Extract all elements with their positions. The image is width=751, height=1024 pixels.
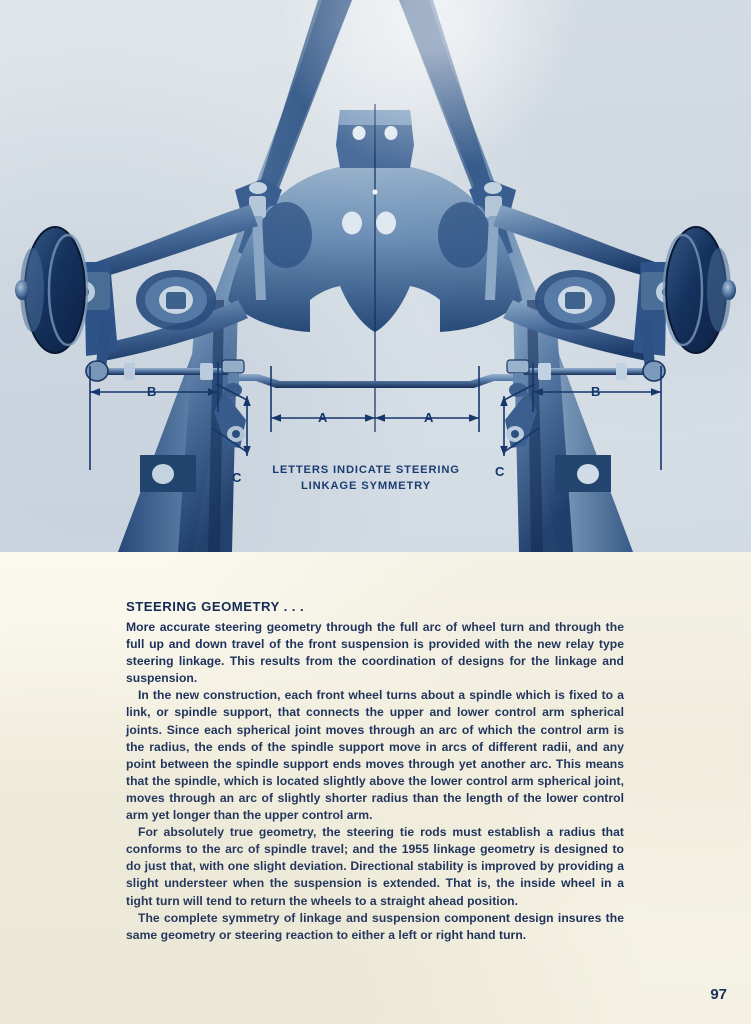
dimension-label-b-left: B (147, 384, 157, 399)
suspension-photograph: B A A B C C LETTERS INDICATE STEERING LI… (0, 0, 751, 552)
spring-tower-right (469, 178, 516, 300)
paragraph-2: In the new construction, each front whee… (126, 688, 624, 823)
paragraph-4: The complete symmetry of linkage and sus… (126, 910, 624, 942)
relay-rod (232, 374, 519, 388)
lower-control-arm-left (98, 270, 248, 362)
lower-control-arm-right (503, 270, 653, 362)
tie-rod-end-right-outer (642, 360, 666, 382)
dimension-label-c-right: C (495, 464, 505, 479)
crossmember-hole (376, 211, 396, 235)
steering-arm-right (639, 320, 655, 368)
figure-caption-line-2: LINKAGE SYMMETRY (300, 480, 432, 492)
paragraph-3: For absolutely true geometry, the steeri… (126, 825, 624, 908)
brake-drum-left (15, 226, 89, 354)
front-crossmember (228, 104, 522, 432)
steering-relay-linkage (85, 359, 666, 397)
brake-drum-right (662, 226, 736, 354)
dimension-lines (89, 362, 662, 470)
steering-arm-left (96, 320, 112, 368)
hub-cap-left (15, 280, 29, 300)
upper-control-arm-left (86, 205, 258, 282)
relay-joint-left (221, 359, 245, 397)
dimension-label-c-left: C (232, 470, 242, 485)
article-panel: STEERING GEOMETRY . . . More accurate st… (0, 552, 751, 1024)
paragraph-1: More accurate steering geometry through … (126, 620, 624, 686)
relay-joint-right (506, 359, 530, 397)
article-body: STEERING GEOMETRY . . . More accurate st… (126, 599, 624, 944)
dimension-label-a-right: A (424, 410, 434, 425)
figure-caption-line-1: LETTERS INDICATE STEERING (272, 464, 460, 476)
upper-control-arm-right (493, 205, 665, 282)
tie-rod-end-left-outer (85, 360, 109, 382)
crossmember-hole (342, 211, 362, 235)
dimension-label-b-right: B (591, 384, 601, 399)
spring-tower-left (235, 178, 282, 300)
dimension-label-a-left: A (318, 410, 328, 425)
hub-cap-right (722, 280, 736, 300)
page-number: 97 (710, 986, 727, 1003)
section-heading: STEERING GEOMETRY . . . (126, 599, 305, 614)
suspension-assembly-illustration (15, 0, 736, 552)
figure-caption: LETTERS INDICATE STEERING LINKAGE SYMMET… (252, 462, 480, 494)
